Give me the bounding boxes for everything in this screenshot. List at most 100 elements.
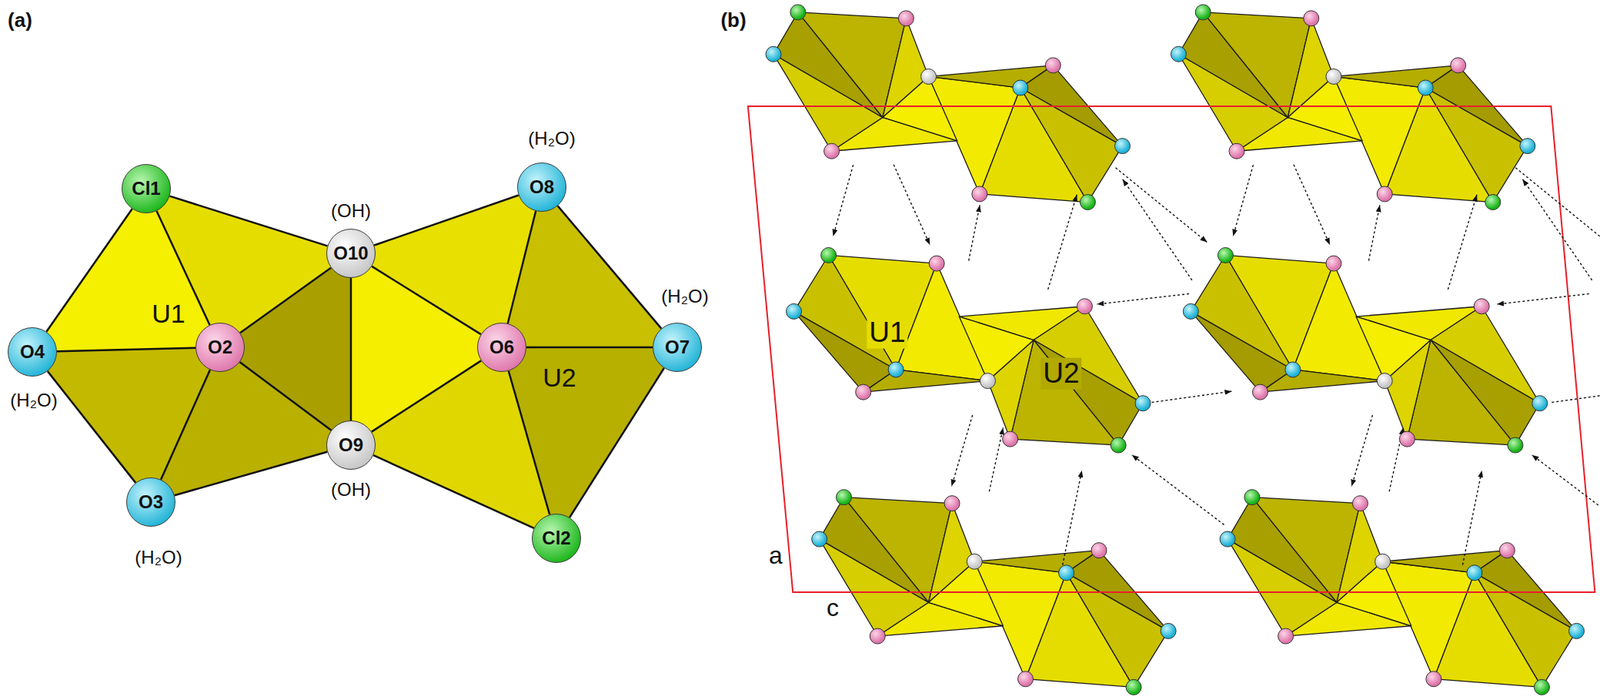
polyhedron-dimer xyxy=(1190,254,1540,445)
atom-sphere-small xyxy=(1473,298,1490,314)
hydrogen-bond-arrow xyxy=(1115,167,1208,243)
polyhedron-label: U1 xyxy=(866,317,908,349)
atom-sphere-small xyxy=(1002,430,1019,447)
atom-label: O9 xyxy=(338,435,364,455)
atom-sphere-small xyxy=(836,489,852,505)
bond-line xyxy=(507,210,536,324)
atom-sphere-small xyxy=(1485,194,1501,211)
atom-sphere-small xyxy=(944,495,960,512)
bond-line xyxy=(557,205,662,328)
atom-sphere: O3 xyxy=(126,477,176,527)
polyhedron-face xyxy=(1425,87,1528,203)
atom-sphere-small xyxy=(1195,4,1211,21)
atom-sphere-small xyxy=(921,68,937,84)
atom-sphere-small xyxy=(1076,298,1093,314)
atom-sphere-small xyxy=(1182,303,1199,319)
hydrogen-bonds xyxy=(833,164,1600,565)
hydrogen-bond-arrow xyxy=(988,427,1003,492)
hydrogen-bond-arrow xyxy=(1351,414,1373,487)
hydrogen-bond-arrow xyxy=(1531,454,1600,525)
bond-line xyxy=(174,451,328,495)
atom-sphere-small xyxy=(811,531,828,547)
axis-label: c xyxy=(826,594,839,622)
ligand-label: (H₂O) xyxy=(527,128,575,149)
atom-sphere-small xyxy=(972,186,988,202)
atom-sphere-small xyxy=(1045,57,1061,74)
hydrogen-bond-arrow xyxy=(1132,454,1225,525)
atom-sphere-small xyxy=(1569,622,1585,638)
atom-sphere-small xyxy=(1326,255,1342,271)
hydrogen-bond-arrow xyxy=(951,414,973,487)
polyhedron-face xyxy=(1474,572,1577,688)
atom-sphere-small xyxy=(1532,395,1548,411)
ligand-label: (H₂O) xyxy=(661,286,709,307)
atom-sphere-small xyxy=(1303,10,1320,27)
atom-sphere-small xyxy=(790,4,806,21)
ligand-label: (OH) xyxy=(330,200,371,221)
atom-sphere-small xyxy=(1114,138,1130,154)
atoms-b xyxy=(765,4,1584,695)
atom-sphere-small xyxy=(1507,437,1524,453)
hydrogen-bond-arrow xyxy=(1096,293,1190,305)
atom-sphere-small xyxy=(888,361,904,378)
atom-sphere: O10 xyxy=(326,228,376,278)
atom-label: Cl1 xyxy=(131,179,161,198)
atom-label: O2 xyxy=(207,337,233,357)
atom-label: O3 xyxy=(138,492,164,512)
hydrogen-bond-arrow xyxy=(1048,194,1078,290)
ligand-label: (OH) xyxy=(330,479,371,500)
polyhedron-face xyxy=(958,316,1034,381)
atom-sphere-small xyxy=(1135,395,1151,411)
atom-sphere-small xyxy=(1285,361,1301,378)
atom-sphere: O7 xyxy=(652,322,702,372)
bond-line xyxy=(371,360,482,431)
atom-sphere-small xyxy=(1018,671,1034,687)
bond-line xyxy=(160,369,211,480)
polyhedron-label: U2 xyxy=(540,363,578,392)
atom-sphere-small xyxy=(1012,80,1029,96)
atom-sphere-small xyxy=(869,627,886,644)
atom-sphere-small xyxy=(1252,384,1268,400)
atom-sphere: O8 xyxy=(517,162,567,212)
hydrogen-bond-arrow xyxy=(1522,179,1592,281)
bond-line xyxy=(240,267,331,334)
hydrogen-bond-arrow xyxy=(893,164,930,245)
polyhedron-dimer xyxy=(773,12,1123,203)
polyhedron-label: U1 xyxy=(149,299,188,328)
bond-line xyxy=(373,454,535,528)
atom-sphere-small xyxy=(1499,542,1515,558)
atom-sphere-small xyxy=(786,303,802,319)
ligand-label: (H₂O) xyxy=(10,390,57,411)
atom-label: O4 xyxy=(20,342,45,361)
panel-letter: (a) xyxy=(7,9,33,32)
hydrogen-bond-arrow xyxy=(1232,164,1253,236)
atom-sphere-small xyxy=(1417,80,1433,96)
panel-letter: (b) xyxy=(720,9,746,32)
atom-sphere-small xyxy=(1450,57,1467,74)
atom-sphere-small xyxy=(1533,678,1550,695)
polyhedron-dimer xyxy=(1178,12,1527,203)
bond-line xyxy=(569,367,665,518)
hydrogen-bond-arrow xyxy=(1447,194,1477,290)
atom-sphere-small xyxy=(1352,495,1368,512)
bond-line xyxy=(56,347,196,351)
hydrogen-bond-arrow xyxy=(1122,179,1193,281)
atom-sphere-small xyxy=(1326,68,1342,84)
bond-line xyxy=(508,370,550,515)
atom-label: O7 xyxy=(664,337,690,357)
atom-sphere-small xyxy=(898,10,914,27)
atom-sphere: O4 xyxy=(7,327,57,377)
hydrogen-bond-arrow xyxy=(1496,293,1590,305)
atom-sphere-small xyxy=(1426,671,1442,687)
polyhedron-face xyxy=(1287,76,1363,141)
polyhedron-face xyxy=(882,76,958,141)
hydrogen-bond-arrow xyxy=(1462,470,1482,565)
polyhedron-face xyxy=(928,561,1004,626)
bond-line xyxy=(46,208,132,332)
polyhedron-a xyxy=(32,187,678,538)
atom-sphere-small xyxy=(1244,489,1260,505)
atom-sphere-small xyxy=(1376,373,1393,389)
hydrogen-bond-arrow xyxy=(1152,390,1233,402)
axis-label: a xyxy=(768,541,783,569)
bond-line xyxy=(350,277,353,421)
